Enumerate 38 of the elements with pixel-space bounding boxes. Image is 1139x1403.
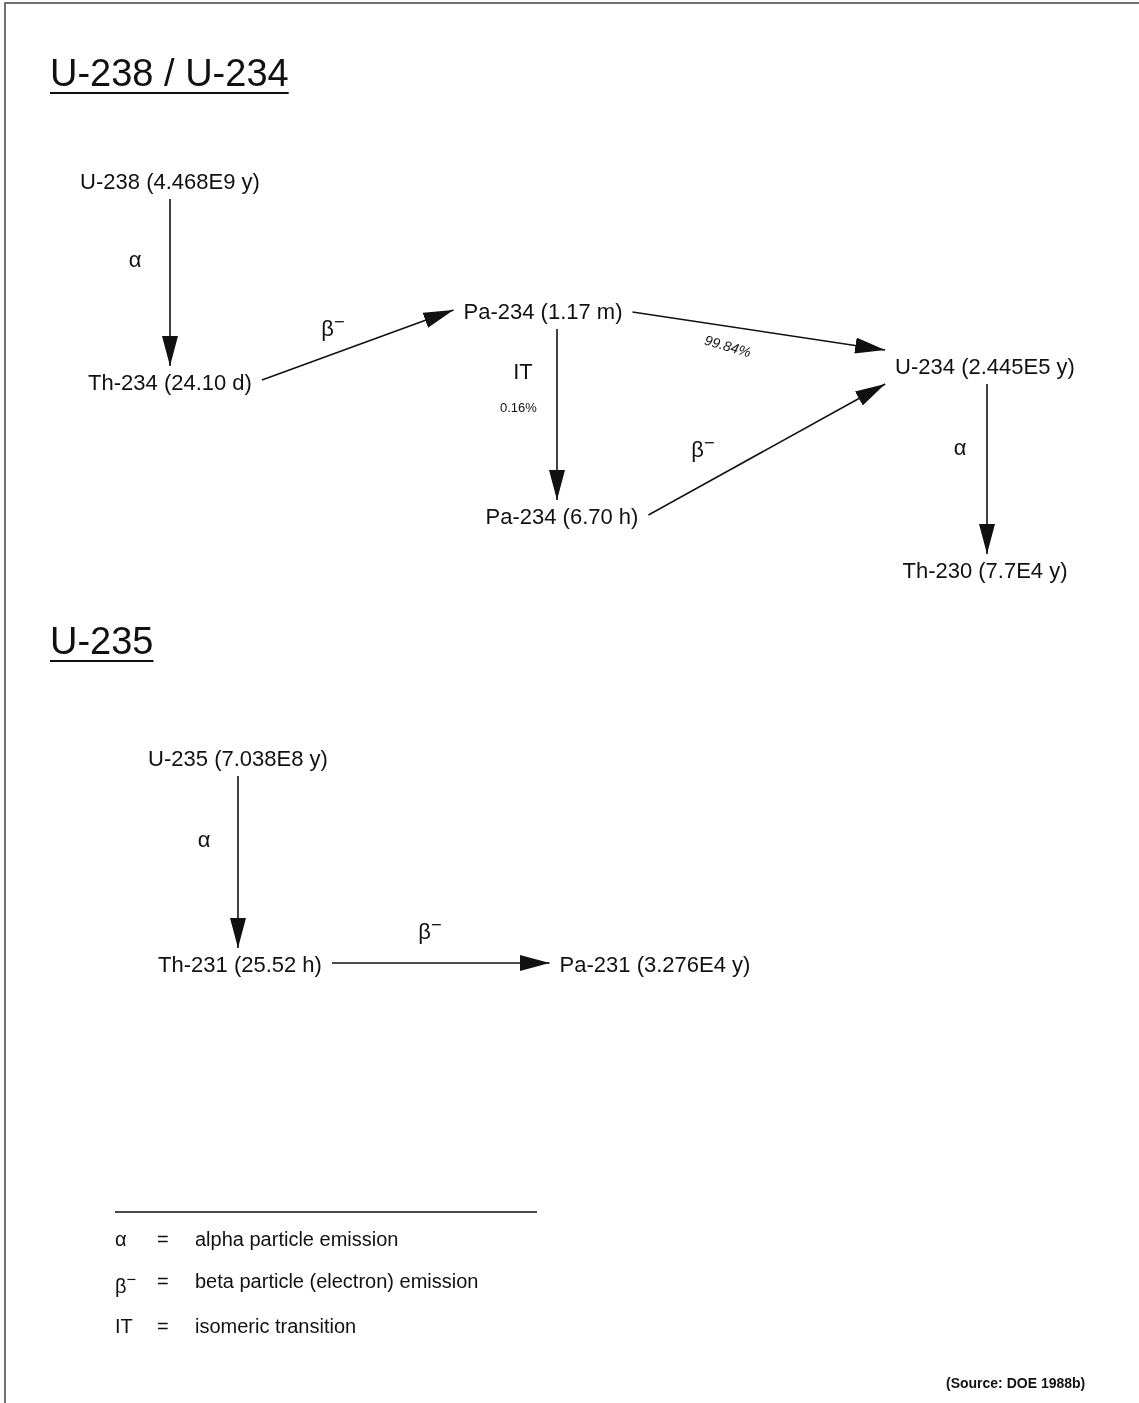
section-heading: U-235 (50, 620, 154, 663)
nuclide-label: Th-230 (7.7E4 y) (892, 554, 1078, 588)
edge-label: α (197, 827, 211, 853)
edge-label: β$^{−}$ (418, 914, 442, 946)
legend-symbol: α (115, 1228, 127, 1251)
branch-percentage: 0.16% (500, 400, 537, 415)
nuclide-label: U-238 (4.468E9 y) (70, 165, 270, 199)
source-note: (Source: DOE 1988b) (946, 1375, 1086, 1391)
nuclide-label: Pa-234 (6.70 h) (475, 500, 649, 534)
legend-description: beta particle (electron) emission (195, 1270, 479, 1293)
decay-arrow (230, 775, 246, 949)
edge-label: β$^{−}$ (321, 311, 345, 343)
edge-label: IT (513, 359, 533, 385)
legend-description: isomeric transition (195, 1315, 357, 1338)
edge-label: α (128, 247, 142, 273)
edge-label: α (953, 435, 967, 461)
decay-arrow (631, 311, 886, 354)
legend-symbol: β$^{−}$ (115, 1270, 137, 1298)
nuclide-label: U-235 (7.038E8 y) (138, 742, 338, 776)
nuclide-label: Pa-231 (3.276E4 y) (549, 948, 761, 982)
legend-equals: = (157, 1270, 169, 1293)
nuclide-label: U-234 (2.445E5 y) (885, 350, 1085, 384)
decay-arrow (331, 955, 551, 971)
edge-label: β$^{−}$ (691, 432, 715, 464)
nuclide-label: Pa-234 (1.17 m) (453, 295, 633, 329)
section-heading: U-238 / U-234 (50, 52, 289, 95)
decay-arrow (647, 383, 886, 516)
nuclide-label: Th-234 (24.10 d) (78, 366, 262, 400)
decay-arrow (549, 328, 565, 501)
nuclide-label: Th-231 (25.52 h) (148, 948, 332, 982)
decay-arrow (979, 383, 995, 555)
decay-arrow (261, 309, 455, 381)
decay-arrow (162, 198, 178, 367)
legend-equals: = (157, 1228, 169, 1251)
legend-equals: = (157, 1315, 169, 1338)
legend-symbol: IT (115, 1315, 133, 1338)
legend-description: alpha particle emission (195, 1228, 399, 1251)
edge-label: 99.84% (702, 331, 753, 361)
